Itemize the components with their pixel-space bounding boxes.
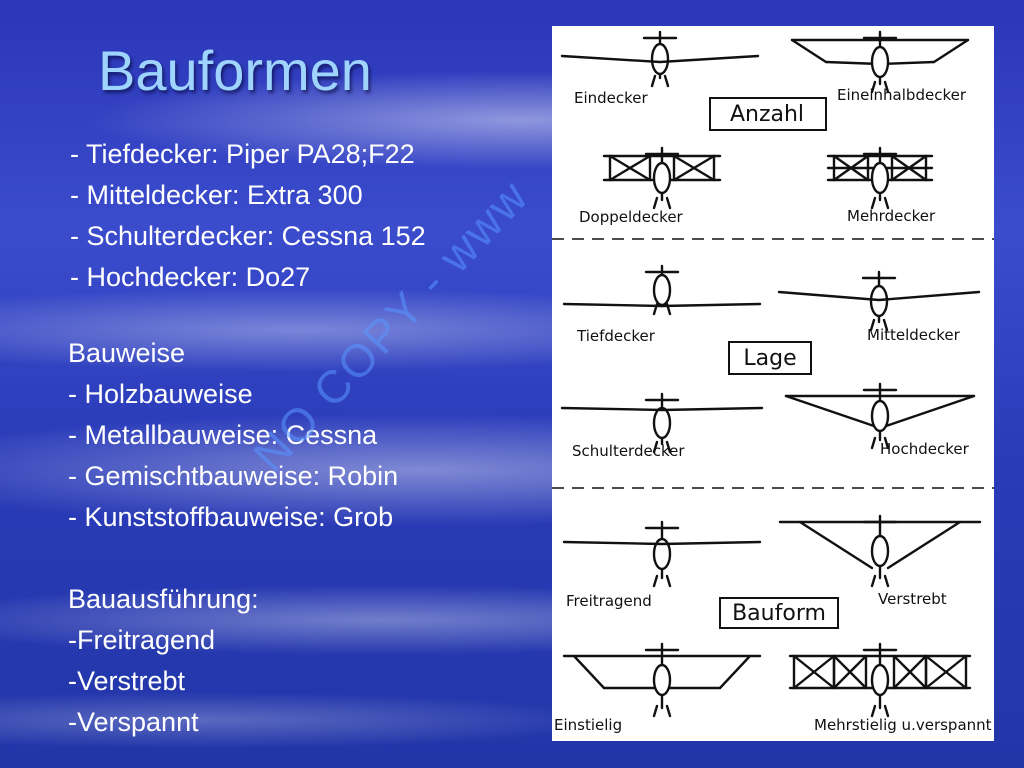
- aircraft-shoulder: Schulterdecker: [560, 392, 764, 460]
- bauweise-line: - Metallbauweise: Cessna: [68, 420, 378, 450]
- aircraft-label: Freitragend: [566, 592, 652, 610]
- section-box: Bauform: [719, 597, 839, 629]
- aircraft-label: Eineinhalbdecker: [837, 86, 967, 104]
- example-line: - Mitteldecker: Extra 300: [70, 180, 363, 210]
- section-label: Lage: [743, 346, 796, 371]
- example-line: - Hochdecker: Do27: [70, 262, 311, 292]
- ausfuehrung-line: -Verspannt: [68, 707, 199, 737]
- aircraft-multi: Mehrdecker: [826, 146, 936, 225]
- bauweise-line: - Holzbauweise: [68, 379, 253, 409]
- section-label: Bauform: [732, 601, 826, 626]
- ausfuehrung-line: -Verstrebt: [68, 666, 186, 696]
- section-box: Lage: [728, 341, 812, 375]
- slide-title: Bauformen: [98, 39, 372, 102]
- aircraft-mono: Eindecker: [560, 30, 760, 107]
- aircraft-label: Hochdecker: [880, 440, 970, 458]
- aircraft-label: Tiefdecker: [576, 327, 656, 345]
- aircraft-label: Verstrebt: [878, 590, 947, 608]
- aircraft-bi: Doppeldecker: [579, 146, 722, 226]
- section-box: Anzahl: [709, 97, 827, 131]
- bauweise-heading: Bauweise: [68, 338, 186, 368]
- aircraft-low: Tiefdecker: [562, 264, 762, 345]
- aircraft-strut: Verstrebt: [778, 514, 982, 608]
- section-label: Anzahl: [730, 102, 804, 127]
- ausfuehrung-heading: Bauausführung:: [68, 584, 259, 614]
- aircraft-high: Hochdecker: [784, 382, 976, 458]
- aircraft-label: Mehrdecker: [847, 207, 936, 225]
- aircraft-label: Mitteldecker: [867, 326, 961, 344]
- aircraft-mid: Mitteldecker: [777, 270, 981, 344]
- aircraft-multi-bay: Mehrstielig u.verspannt: [788, 642, 992, 734]
- aircraft-cantilever: Freitragend: [562, 520, 762, 610]
- examples-list: - Tiefdecker: Piper PA28;F22 - Mitteldec…: [70, 134, 426, 298]
- aircraft-label: Schulterdecker: [572, 442, 685, 460]
- bauweise-line: - Kunststoffbauweise: Grob: [68, 502, 394, 532]
- example-line: - Schulterdecker: Cessna 152: [70, 221, 426, 251]
- ausfuehrung-line: -Freitragend: [68, 625, 216, 655]
- spacer: [68, 538, 398, 579]
- construction-list: Bauweise - Holzbauweise - Metallbauweise…: [68, 333, 398, 743]
- aircraft-label: Einstielig: [554, 716, 622, 734]
- aircraft-sesqui: Eineinhalbdecker: [790, 30, 970, 104]
- aircraft-label: Mehrstielig u.verspannt: [814, 716, 992, 734]
- aircraft-label: Doppeldecker: [579, 208, 684, 226]
- example-line: - Tiefdecker: Piper PA28;F22: [70, 139, 415, 169]
- aircraft-single-bay: Einstielig: [554, 642, 762, 734]
- aircraft-label: Eindecker: [574, 89, 649, 107]
- bauweise-line: - Gemischtbauweise: Robin: [68, 461, 399, 491]
